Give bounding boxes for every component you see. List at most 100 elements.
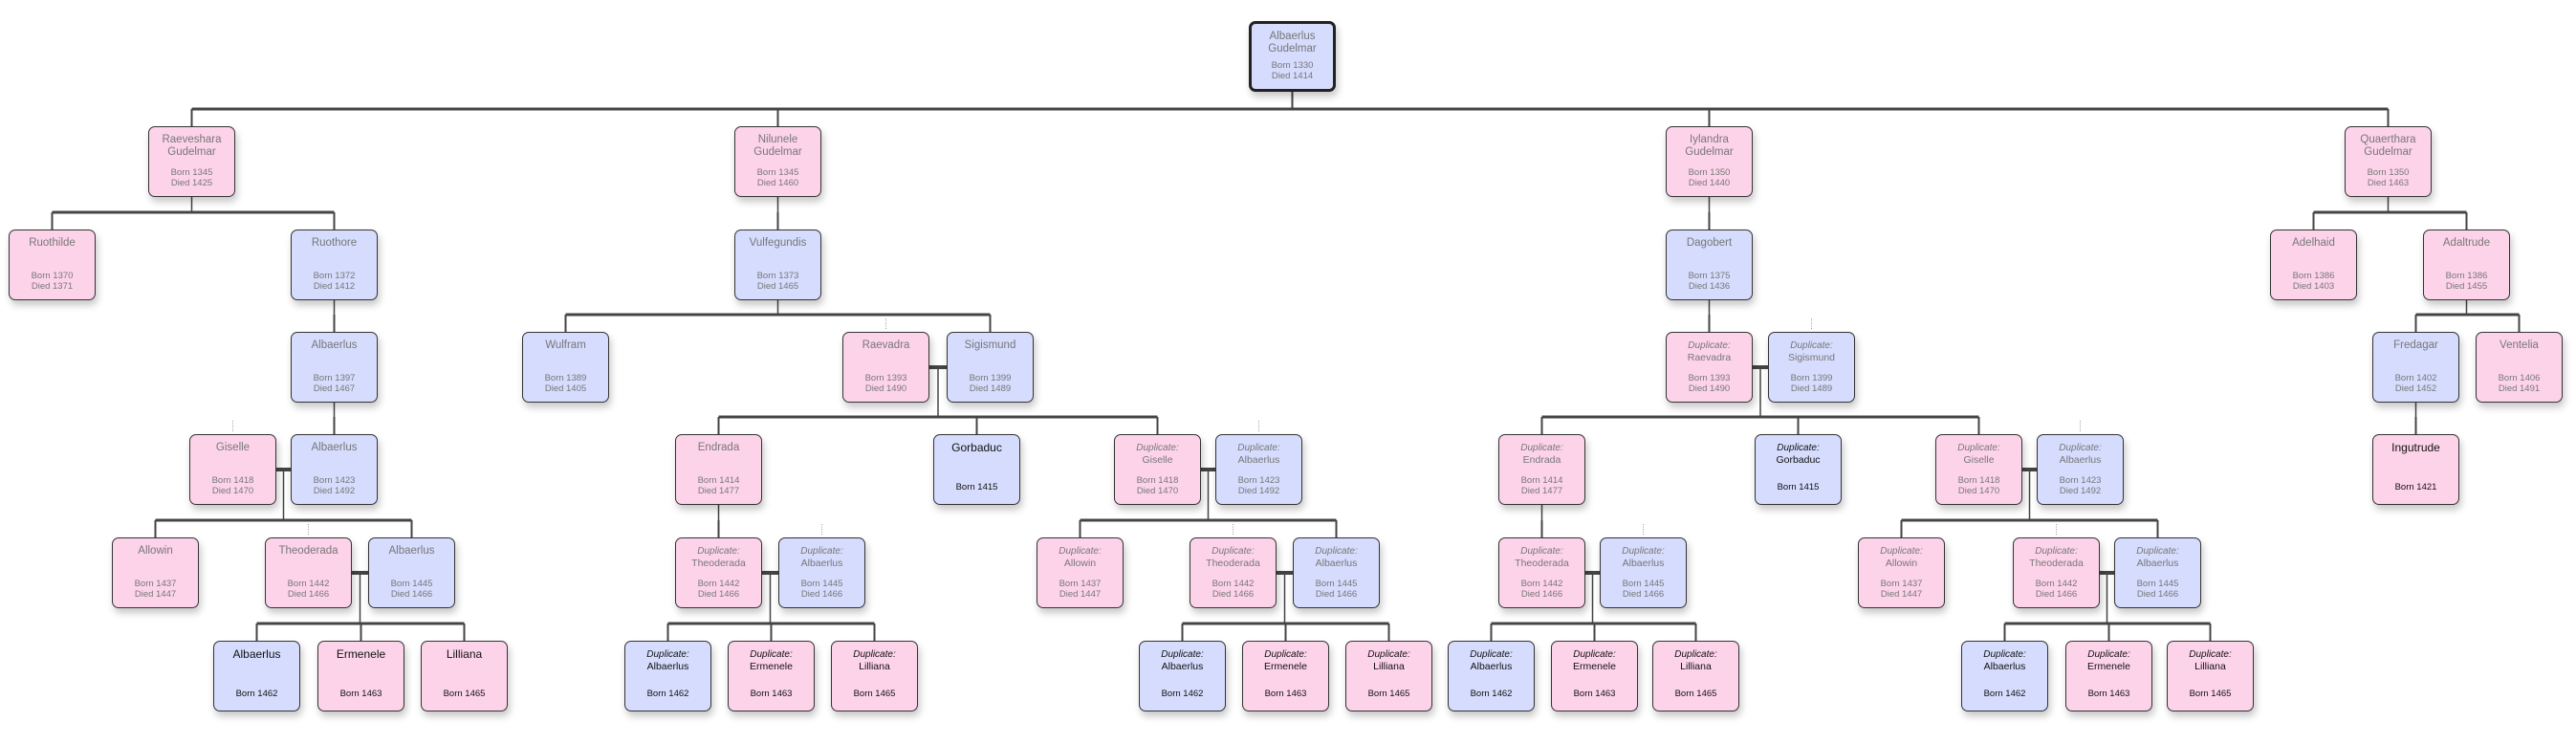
born-year: Born 1463 [1573,689,1616,699]
person-dates: Born 1462 [1140,689,1225,699]
born-year: Born 1445 [1622,579,1665,589]
person-names: Vulfegundis [738,237,818,250]
person-names: Ventelia [2479,339,2559,352]
died-year: Died 1440 [1688,178,1731,188]
duplicate-label: Duplicate: [800,546,843,557]
died-year: Died 1371 [31,281,74,292]
person-names: Duplicate:Theoderada [2017,545,2096,570]
person-names: Allowin [116,545,195,558]
duplicate-label: Duplicate: [853,649,896,660]
died-year: Died 1489 [969,383,1012,394]
person-name: Endrada [697,442,740,453]
person-name: Ermenele [1264,661,1307,672]
born-year: Born 1437 [1880,579,1923,589]
person-names: Ruothilde [12,237,92,250]
duplicate-label: Duplicate: [1520,546,1563,557]
person-name: Albaerlus Gudelmar [1268,31,1317,55]
person-name: Raevadra [862,339,910,351]
died-year: Died 1477 [1520,486,1563,496]
person-name: Lilliana [1680,661,1712,672]
person-names: Duplicate:Albaerlus [1143,648,1222,673]
person-dates: Born 1421 [2373,482,2458,492]
born-year: Born 1418 [211,475,254,486]
born-year: Born 1442 [287,579,330,589]
person-dates: Born 1462 [1962,689,2047,699]
person-names: Duplicate:Allowin [1040,545,1120,570]
died-year: Died 1466 [1212,589,1255,600]
born-year: Born 1463 [1264,689,1307,699]
person-name: Raevadra [1687,352,1732,363]
born-year: Born 1345 [756,167,799,178]
born-year: Born 1437 [134,579,177,589]
person-names: Raeveshara Gudelmar [152,134,231,159]
person-name: Allowin [1063,558,1097,569]
person-names: Giselle [193,442,273,454]
duplicate-label: Duplicate: [1212,546,1255,557]
born-year: Born 1402 [2394,373,2437,383]
